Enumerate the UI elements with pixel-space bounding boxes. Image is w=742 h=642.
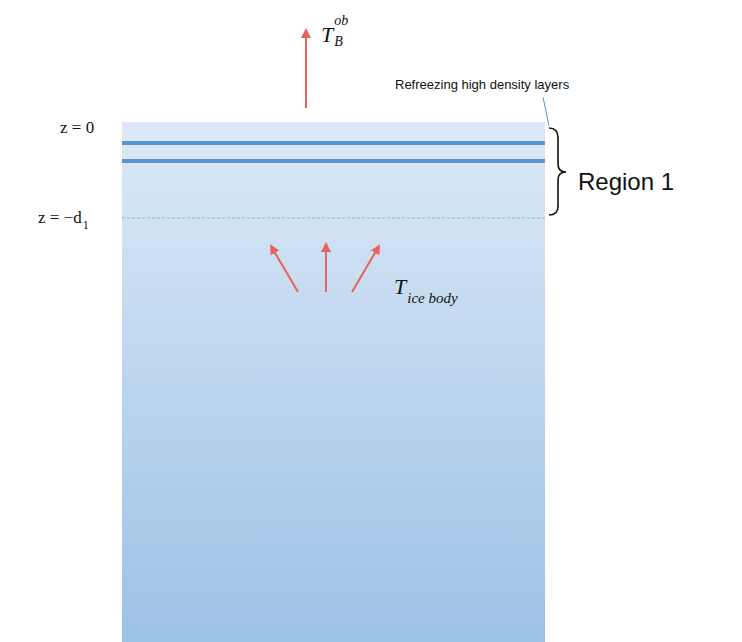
high-density-layer bbox=[122, 159, 545, 163]
depth-line bbox=[122, 217, 545, 218]
depth-label: z = 0 bbox=[60, 119, 94, 136]
symbol-main: T bbox=[321, 24, 333, 46]
callout-text: Refreezing high density layers bbox=[395, 78, 569, 91]
ice-body bbox=[122, 122, 545, 642]
emission-arrow bbox=[305, 30, 307, 108]
emission-arrow bbox=[325, 244, 327, 292]
depth-label: z = −d bbox=[38, 209, 82, 226]
region-label: Region 1 bbox=[578, 170, 674, 194]
emission-arrow bbox=[271, 246, 298, 292]
symbol-subscript: ice body bbox=[407, 291, 457, 306]
symbol-subscript: B bbox=[334, 35, 343, 49]
high-density-layer bbox=[122, 141, 545, 145]
symbol-main: T bbox=[394, 276, 406, 298]
region-bracket bbox=[549, 128, 566, 215]
depth-subscript: 1 bbox=[83, 219, 89, 231]
leader-line bbox=[543, 97, 549, 126]
emission-arrow bbox=[352, 246, 379, 292]
symbol-superscript: ob bbox=[334, 14, 348, 28]
